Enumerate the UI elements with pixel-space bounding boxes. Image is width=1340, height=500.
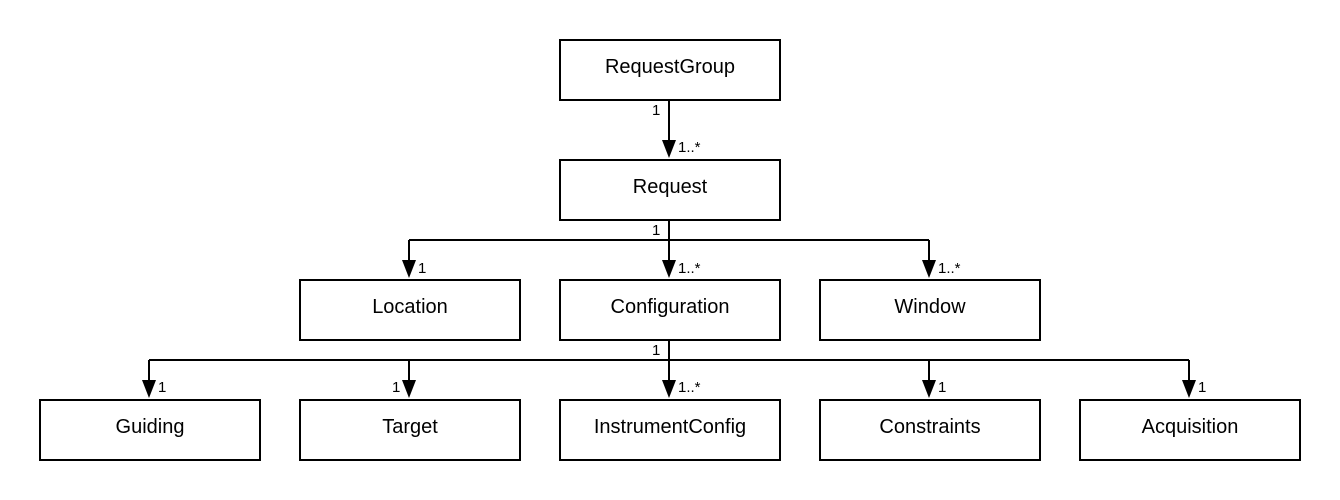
class-box-window: Window	[819, 279, 1041, 341]
multiplicity-constraints: 1	[938, 379, 946, 396]
class-label-configuration: Configuration	[611, 296, 730, 318]
class-label-instrumentconfig: InstrumentConfig	[594, 416, 746, 438]
multiplicity-acquisition: 1	[1198, 379, 1206, 396]
class-label-target: Target	[382, 416, 438, 438]
class-box-instrumentconfig: InstrumentConfig	[559, 399, 781, 461]
multiplicity-configuration: 1..*	[678, 260, 701, 277]
edges-configuration-children	[142, 340, 1196, 398]
multiplicity-configuration-source: 1	[652, 342, 660, 359]
multiplicity-requestgroup-source: 1	[652, 102, 660, 119]
class-box-location: Location	[299, 279, 521, 341]
class-label-window: Window	[894, 296, 966, 318]
class-label-location: Location	[372, 296, 448, 318]
multiplicity-request: 1..*	[678, 139, 701, 156]
class-box-target: Target	[299, 399, 521, 461]
class-box-constraints: Constraints	[819, 399, 1041, 461]
class-box-requestgroup: RequestGroup	[559, 39, 781, 101]
class-label-acquisition: Acquisition	[1142, 416, 1239, 438]
multiplicity-guiding: 1	[158, 379, 166, 396]
multiplicity-instrumentconfig: 1..*	[678, 379, 701, 396]
multiplicity-location: 1	[418, 260, 426, 277]
class-label-constraints: Constraints	[879, 416, 980, 438]
edge-requestgroup-request	[662, 100, 676, 158]
class-label-requestgroup: RequestGroup	[605, 56, 735, 78]
edges-request-children	[402, 220, 936, 278]
class-label-request: Request	[633, 176, 708, 198]
class-box-request: Request	[559, 159, 781, 221]
multiplicity-window: 1..*	[938, 260, 961, 277]
class-box-acquisition: Acquisition	[1079, 399, 1301, 461]
class-box-configuration: Configuration	[559, 279, 781, 341]
class-label-guiding: Guiding	[116, 416, 185, 438]
multiplicity-request-source: 1	[652, 222, 660, 239]
class-box-guiding: Guiding	[39, 399, 261, 461]
multiplicity-target: 1	[392, 379, 400, 396]
